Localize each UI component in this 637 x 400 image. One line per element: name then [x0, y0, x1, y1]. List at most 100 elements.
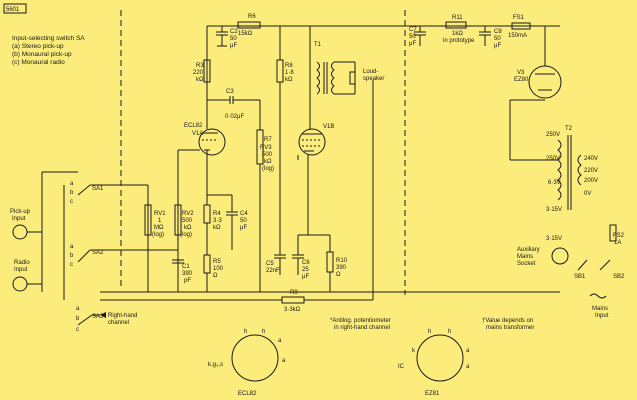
- svg-text:b: b: [70, 253, 74, 259]
- svg-text:b: b: [70, 190, 74, 196]
- svg-text:3·15V: 3·15V: [546, 236, 562, 242]
- svg-text:k,g₃,s: k,g₃,s: [208, 362, 223, 368]
- svg-text:(log): (log): [180, 232, 192, 238]
- svg-text:SB2: SB2: [613, 274, 625, 280]
- svg-text:μF: μF: [494, 43, 501, 49]
- svg-text:c: c: [70, 199, 73, 205]
- svg-text:1·8: 1·8: [285, 70, 294, 76]
- svg-text:0V: 0V: [584, 191, 591, 197]
- svg-text:50: 50: [240, 218, 247, 224]
- resistor-r11: [445, 21, 467, 29]
- svg-text:C5: C5: [266, 261, 274, 267]
- valve-v1a-label: V1A: [192, 131, 203, 137]
- svg-text:220V: 220V: [584, 168, 598, 174]
- svg-text:a: a: [466, 348, 470, 354]
- svg-text:3·3: 3·3: [213, 218, 222, 224]
- radio-label: Radio: [14, 260, 30, 266]
- potentiometer-rv2: [174, 204, 182, 236]
- svg-text:200V: 200V: [584, 178, 598, 184]
- svg-text:50: 50: [494, 36, 501, 42]
- svg-text:C4: C4: [240, 211, 248, 217]
- svg-text:SA2: SA2: [92, 250, 104, 256]
- figure-id-box: [3, 3, 27, 14]
- switch-sa2: [77, 249, 91, 263]
- svg-text:a: a: [278, 338, 282, 344]
- svg-text:R5: R5: [213, 259, 221, 265]
- svg-text:h: h: [448, 329, 451, 335]
- svg-text:250V: 250V: [546, 156, 560, 162]
- svg-text:C6: C6: [302, 260, 310, 266]
- pickup-label: Pick-up: [10, 209, 31, 215]
- pickup-input-socket: [12, 224, 28, 240]
- svg-text:R11: R11: [452, 15, 463, 21]
- svg-text:h: h: [262, 329, 265, 335]
- valve-v1a: [198, 128, 226, 156]
- svg-text:390: 390: [336, 265, 347, 271]
- svg-text:240V: 240V: [584, 156, 598, 162]
- svg-text:b: b: [76, 316, 80, 322]
- svg-text:μF: μF: [409, 41, 416, 47]
- resistor-r5: [203, 254, 211, 274]
- svg-text:a: a: [70, 181, 74, 187]
- svg-text:mains transformer: mains transformer: [486, 325, 534, 331]
- svg-text:h: h: [244, 329, 247, 335]
- svg-text:Mains: Mains: [592, 306, 608, 312]
- svg-text:1kΩ: 1kΩ: [452, 31, 463, 37]
- svg-text:RV3: RV3: [260, 145, 272, 151]
- resistor-r4: [203, 204, 211, 224]
- resistor-r3: [203, 59, 211, 83]
- svg-text:in prototype: in prototype: [443, 38, 475, 44]
- svg-text:100: 100: [213, 266, 224, 272]
- svg-text:25: 25: [302, 267, 309, 273]
- svg-text:390: 390: [182, 271, 193, 277]
- r6-label: R6: [248, 14, 256, 20]
- svg-text:μF: μF: [240, 225, 247, 231]
- svg-text:R8: R8: [285, 63, 293, 69]
- figure-id: 5601: [6, 7, 20, 13]
- svg-text:T2: T2: [565, 126, 573, 132]
- svg-text:kΩ: kΩ: [196, 77, 204, 83]
- legend-a: (a) Stereo pick-up: [12, 43, 64, 50]
- svg-text:EZ80: EZ80: [514, 77, 529, 83]
- svg-text:Ω: Ω: [336, 272, 341, 278]
- svg-text:FS1: FS1: [513, 15, 525, 21]
- svg-text:250V: 250V: [546, 132, 560, 138]
- potentiometer-rv1: [144, 204, 152, 236]
- resistor-r10: [326, 251, 334, 273]
- legend-b: (b) Monaural pick-up: [12, 51, 72, 58]
- r6-value: 15kΩ: [238, 31, 253, 37]
- svg-text:in right-hand channel: in right-hand channel: [334, 325, 390, 331]
- svg-text:kΩ: kΩ: [264, 159, 272, 165]
- svg-text:kΩ: kΩ: [285, 77, 293, 83]
- fuse-fs2: [609, 224, 617, 242]
- switch-sb1: [577, 259, 588, 271]
- svg-text:3·3kΩ: 3·3kΩ: [284, 307, 301, 313]
- svg-text:SB1: SB1: [574, 274, 586, 280]
- svg-text:channel: channel: [108, 320, 129, 326]
- switch-sb2: [599, 259, 611, 271]
- svg-text:RV2: RV2: [182, 211, 194, 217]
- svg-text:C7: C7: [409, 27, 417, 33]
- note-value: †Value depends on: [482, 318, 533, 324]
- svg-text:a: a: [70, 244, 74, 250]
- svg-text:RV1: RV1: [154, 211, 166, 217]
- svg-text:Ω: Ω: [213, 273, 218, 279]
- svg-text:a: a: [282, 358, 286, 364]
- svg-text:50: 50: [230, 36, 237, 42]
- valve-v1a-type: ECL82: [184, 123, 203, 129]
- svg-text:R7: R7: [264, 137, 272, 143]
- svg-text:a: a: [76, 306, 80, 312]
- svg-text:R10: R10: [336, 258, 348, 264]
- svg-text:(log): (log): [152, 232, 164, 238]
- svg-text:Loud-: Loud-: [363, 69, 378, 75]
- resistor-r6: [237, 21, 261, 29]
- legend-title: Input-selecting switch SA: [12, 35, 85, 42]
- switch-sa1: [77, 184, 91, 196]
- svg-text:Auxiliary: Auxiliary: [517, 247, 540, 253]
- svg-text:μF: μF: [302, 274, 309, 280]
- svg-text:ECL82: ECL82: [238, 391, 257, 397]
- ecl82-base-diagram: [231, 334, 279, 382]
- svg-text:EZ81: EZ81: [425, 391, 440, 397]
- svg-text:k: k: [412, 348, 416, 354]
- svg-text:c: c: [76, 327, 79, 333]
